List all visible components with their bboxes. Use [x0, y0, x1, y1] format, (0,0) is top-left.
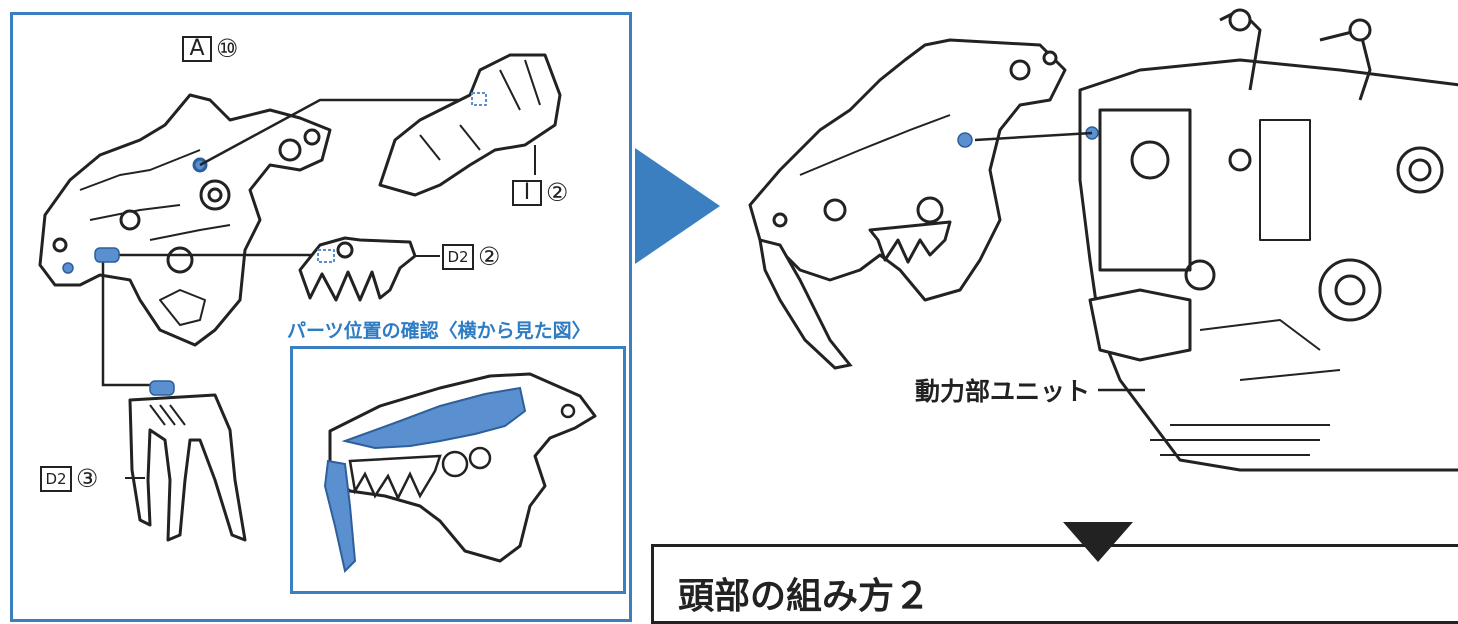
side-view-blue-part [341, 386, 527, 450]
part-number: ③ [76, 464, 99, 493]
next-section-title: 頭部の組み方２ [678, 576, 931, 617]
side-view-caption: パーツ位置の確認〈横から見た図〉 [287, 320, 591, 342]
part-letter-box: D2 [442, 243, 474, 270]
label-part-d2-2: D2 ② [442, 242, 500, 271]
head-part-a10 [38, 93, 332, 347]
part-d2-3 [125, 393, 247, 542]
proceed-down-arrow-icon [1063, 522, 1133, 562]
blue-pins [62, 247, 175, 396]
side-view-blue-fang [323, 459, 357, 573]
part-letter-box: I [512, 179, 542, 206]
part-number: ② [546, 178, 569, 207]
next-step-arrow-icon [635, 148, 720, 264]
part-d2-2 [298, 236, 440, 302]
label-part-i2: I ② [512, 178, 568, 207]
head-fang [758, 237, 853, 370]
label-part-d2-3: D2 ③ [40, 464, 98, 493]
head-piece [748, 38, 1067, 302]
power-unit-body [1078, 8, 1458, 472]
part-number: ⑩ [216, 34, 239, 63]
assembly-guide-lines [101, 98, 480, 387]
left-parts-drawing [38, 53, 562, 542]
part-i2 [378, 53, 562, 197]
label-part-a10: A ⑩ [182, 34, 238, 63]
assembled-head-drawing [748, 8, 1458, 472]
power-unit-label: 動力部ユニット [915, 377, 1091, 406]
part-letter-box: D2 [40, 465, 72, 492]
part-letter-box: A [182, 35, 212, 62]
head-to-unit-line [974, 131, 1093, 142]
part-number: ② [478, 242, 501, 271]
side-view-drawing [323, 372, 597, 573]
